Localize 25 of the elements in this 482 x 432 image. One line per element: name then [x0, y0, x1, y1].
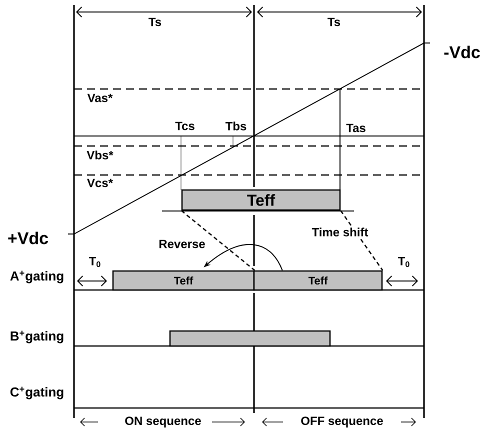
label-text: OFF sequence: [301, 416, 383, 428]
label-text: Vcs*: [87, 178, 113, 188]
edge-label: Time shift: [312, 228, 368, 236]
label-text: Vbs*: [86, 150, 114, 160]
dashed-line: [340, 210, 384, 271]
label-text: -Vdc: [444, 46, 480, 58]
pulse-box: Teff: [181, 189, 341, 211]
pulse-box: Teff: [112, 270, 255, 291]
label-text: Ts: [328, 18, 340, 26]
pulse-box: Teff: [253, 270, 383, 291]
label-text: T$_{0}$: [89, 256, 100, 268]
label-text: +Vdc: [8, 232, 48, 244]
timing-bar: [169, 330, 331, 347]
label-text: Ts: [148, 18, 162, 26]
label-text: B$^{+}$gating: [10, 330, 64, 344]
label-text: C$^{+}$gating: [10, 386, 64, 400]
label-text: T$_{0}$: [398, 256, 410, 268]
label-text: Tbs: [225, 122, 246, 130]
label-text: Vas*: [87, 94, 113, 102]
edge-label: Reverse: [159, 240, 205, 248]
dashed-line: [180, 210, 256, 271]
label-text: ON sequence: [125, 416, 201, 428]
label-text: Tas: [346, 124, 366, 132]
label-text: Tcs: [175, 122, 194, 130]
label-text: A$^{+}$gating: [10, 270, 64, 284]
